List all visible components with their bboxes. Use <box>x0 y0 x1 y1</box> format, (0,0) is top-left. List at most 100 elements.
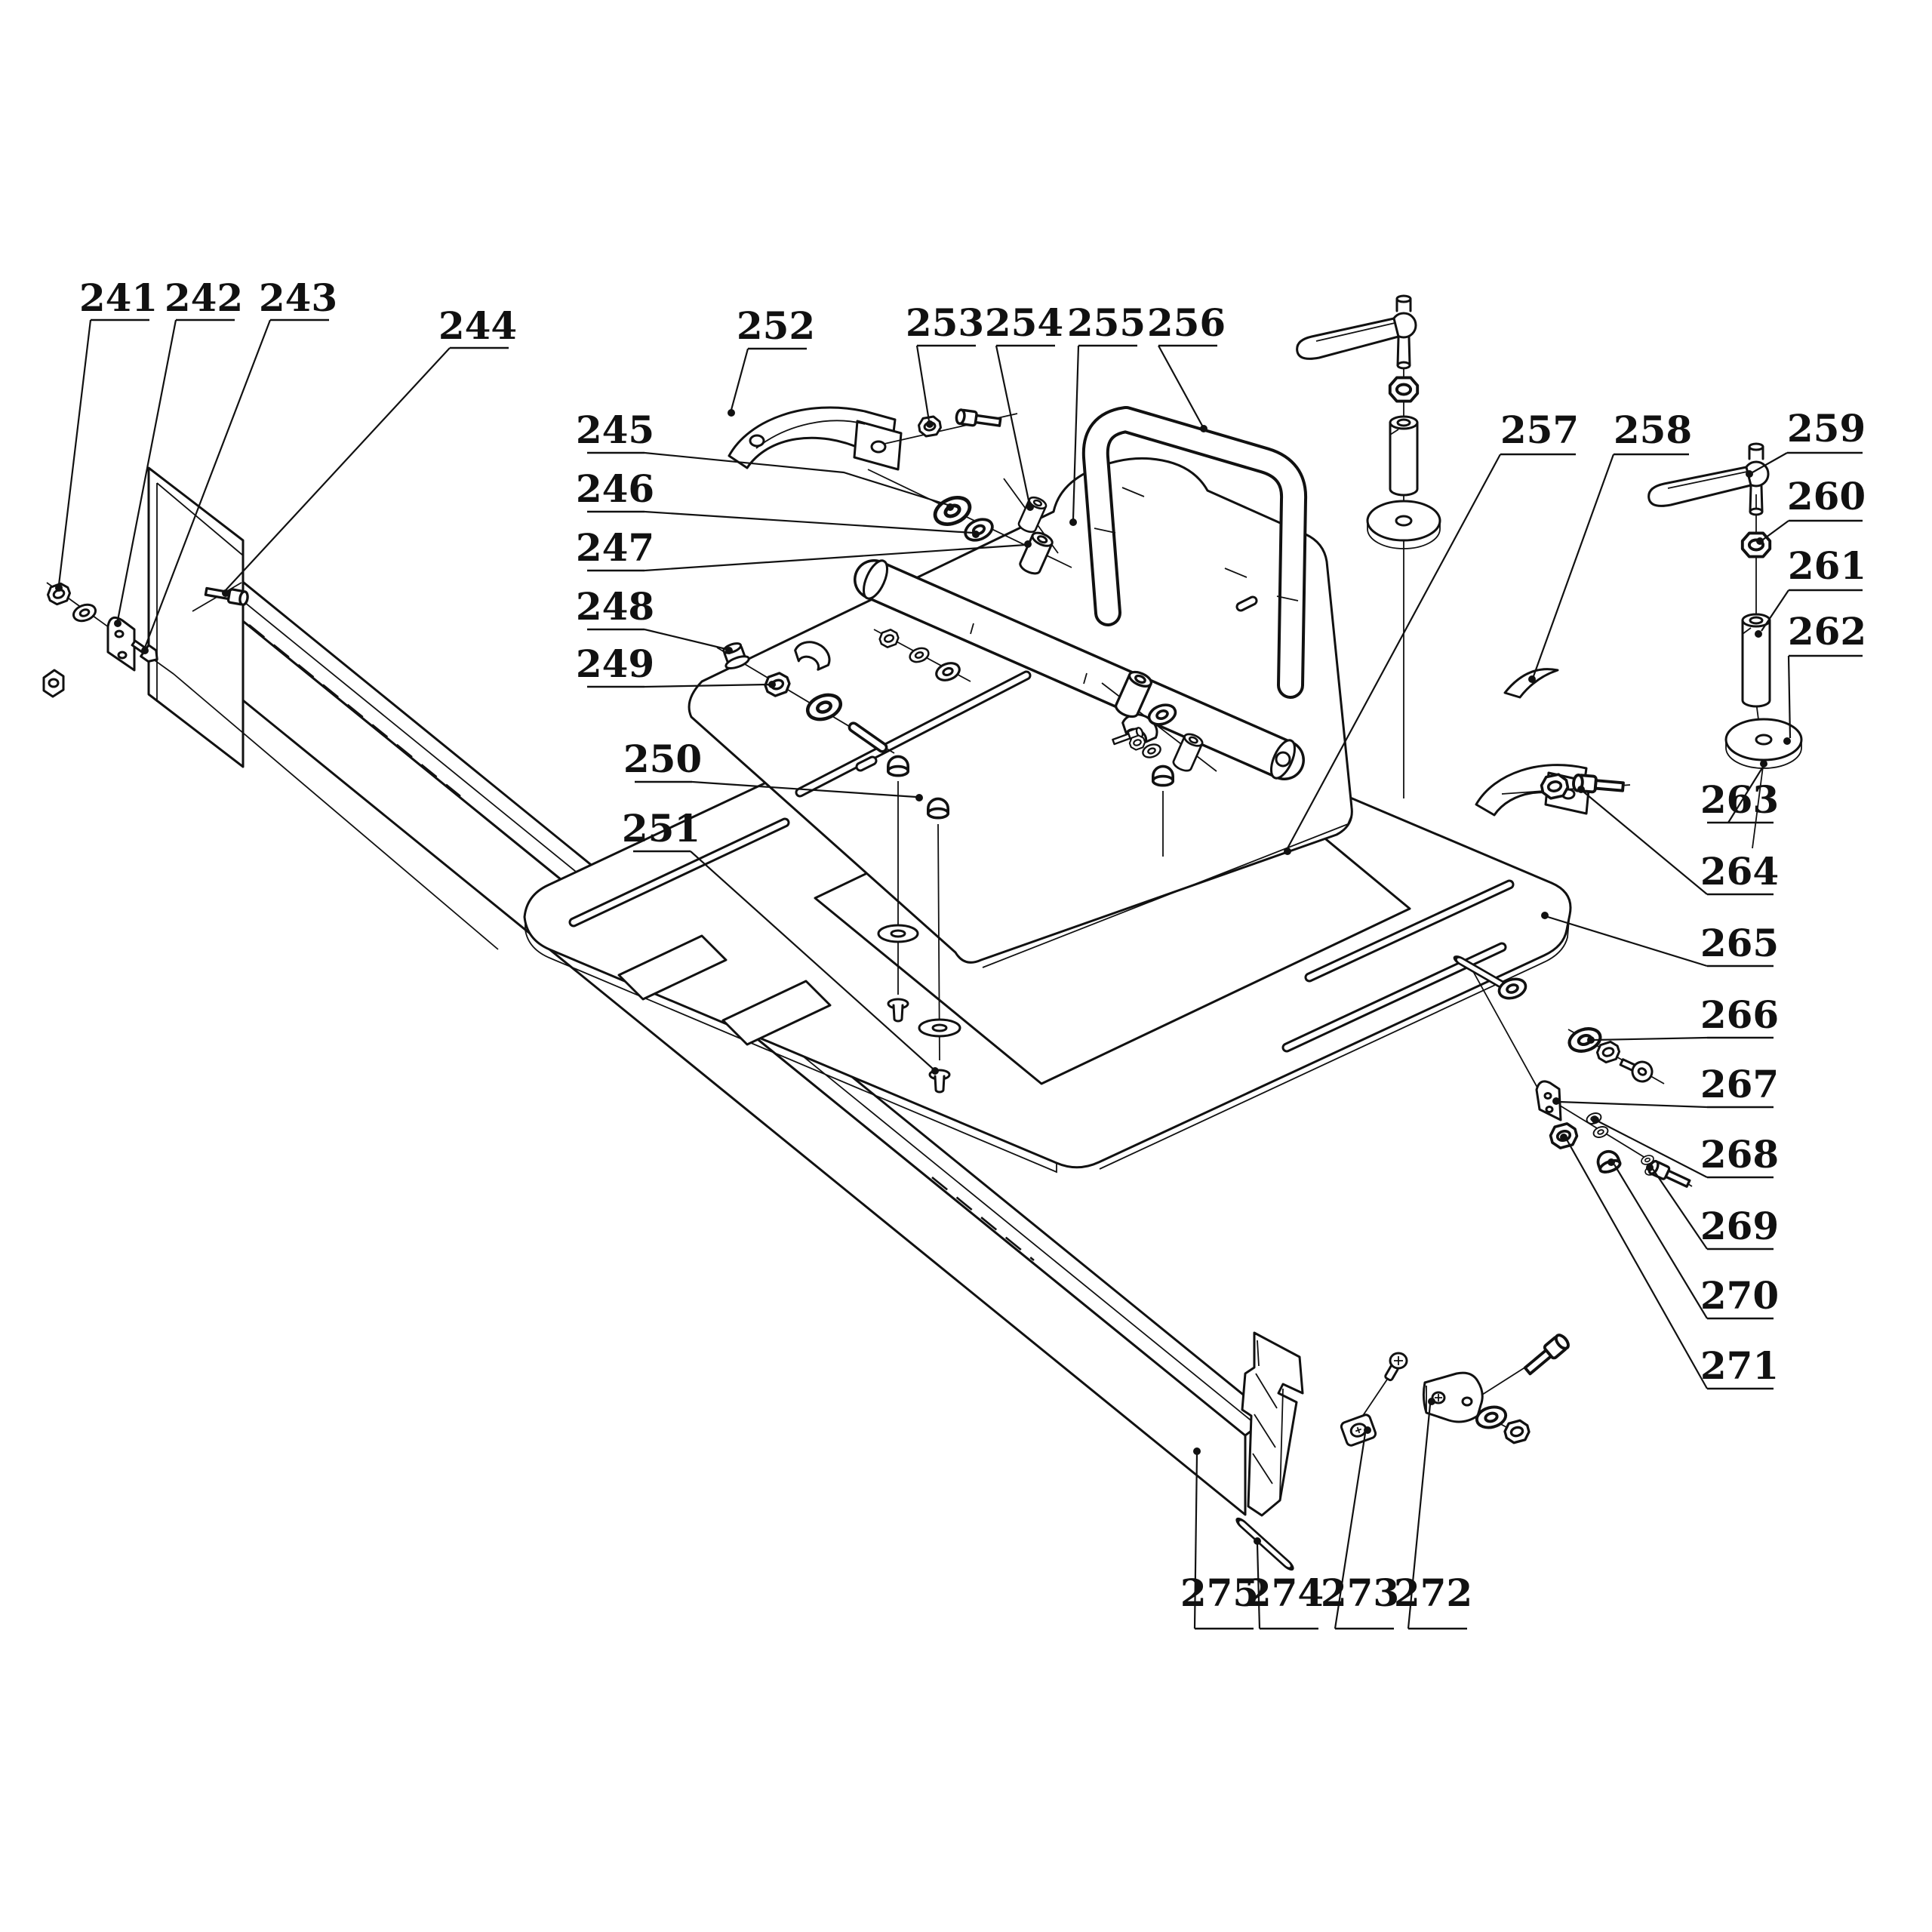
fence-end-plate <box>147 466 245 768</box>
part-number-270: 270 <box>1700 1273 1779 1318</box>
callout-266: 266 <box>1587 992 1779 1044</box>
clamp-lever-2 <box>1647 442 1803 849</box>
callout-251: 251 <box>622 806 939 1075</box>
part-number-245: 245 <box>576 408 654 452</box>
callout-255: 255 <box>1067 300 1146 526</box>
leader-line-264 <box>1583 791 1708 895</box>
part-number-250: 250 <box>623 737 702 781</box>
leader-dot-255 <box>1069 518 1077 526</box>
part-number-251: 251 <box>622 806 700 851</box>
dome-screw <box>1619 1058 1654 1083</box>
hex-nut <box>1502 1417 1532 1446</box>
callout-269: 269 <box>1646 1164 1779 1251</box>
callout-264: 264 <box>1577 786 1779 896</box>
part-number-258: 258 <box>1614 408 1692 452</box>
part-number-254: 254 <box>985 300 1063 345</box>
callout-267: 267 <box>1552 1062 1779 1109</box>
leader-dot-244 <box>222 589 229 597</box>
leader-line-254 <box>995 345 1031 505</box>
plate-tab-2 <box>721 980 832 1046</box>
leader-line-265 <box>1547 915 1708 968</box>
wedge <box>1503 668 1559 699</box>
cam2-hardware <box>1501 771 1631 801</box>
cam1-hardware <box>867 408 1072 577</box>
callout-248: 248 <box>576 584 733 654</box>
part-number-265: 265 <box>1700 921 1779 965</box>
leader-line-268 <box>1598 1121 1708 1178</box>
leader-dot-274 <box>1254 1537 1261 1545</box>
callout-268: 268 <box>1592 1116 1779 1179</box>
callout-252: 252 <box>728 303 815 417</box>
leader-line-252 <box>730 348 749 411</box>
callout-242: 242 <box>114 275 243 627</box>
callout-243: 243 <box>141 275 337 654</box>
socket-bolt <box>1521 1331 1573 1379</box>
leader-line-271 <box>1566 1139 1708 1389</box>
leader-dot-264 <box>1577 786 1585 793</box>
callout-270: 270 <box>1607 1158 1779 1320</box>
leader-dot-243 <box>141 647 149 654</box>
part-number-247: 247 <box>576 525 654 570</box>
callout-271: 271 <box>1560 1134 1779 1390</box>
callout-273: 273 <box>1321 1426 1399 1630</box>
part-number-268: 268 <box>1700 1132 1779 1177</box>
leader-line-274 <box>1256 1543 1261 1629</box>
clamp-lever-1 <box>1296 294 1441 798</box>
cap-nut <box>887 755 909 777</box>
callout-246: 246 <box>576 466 980 538</box>
spacer-cylinder <box>1741 619 1771 708</box>
leader-line-243 <box>143 319 272 648</box>
callout-265: 265 <box>1541 912 1779 968</box>
leader-dot-256 <box>1200 425 1208 432</box>
part-number-241: 241 <box>79 275 158 320</box>
washer <box>69 600 100 626</box>
leader-dot-246 <box>972 531 980 538</box>
part-number-271: 271 <box>1700 1343 1779 1388</box>
part-number-242: 242 <box>165 275 243 320</box>
leader-line-257 <box>1287 454 1501 849</box>
leader-line-248 <box>644 628 727 651</box>
part-number-248: 248 <box>576 584 654 629</box>
leader-line-250 <box>691 780 917 798</box>
callout-258: 258 <box>1528 408 1692 683</box>
leader-line-266 <box>1593 1036 1708 1041</box>
leader-dot-250 <box>915 794 923 801</box>
leader-dot-266 <box>1587 1036 1595 1044</box>
leader-line-251 <box>690 851 934 1069</box>
leader-line-259 <box>1752 452 1788 473</box>
leader-dot-242 <box>114 620 122 627</box>
leader-line-262 <box>1787 655 1792 739</box>
callout-249: 249 <box>576 641 776 688</box>
leader-dot-247 <box>1024 540 1032 548</box>
leader-dot-263 <box>1760 760 1767 768</box>
leader-dot-241 <box>55 584 63 592</box>
leader-dot-249 <box>768 681 776 688</box>
stud-bolt <box>1646 1158 1693 1191</box>
leader-line-247 <box>644 543 1026 572</box>
leader-line-256 <box>1158 345 1203 426</box>
washer <box>1495 974 1530 1003</box>
u-handle <box>1081 406 1308 699</box>
leader-dot-262 <box>1783 737 1791 745</box>
cap-nut <box>927 797 949 820</box>
callout-245: 245 <box>576 408 954 511</box>
part-number-249: 249 <box>576 641 654 686</box>
flat-washer <box>877 924 919 943</box>
phillips-screw <box>1384 1352 1408 1382</box>
hex-nut <box>1388 376 1420 403</box>
leader-line-270 <box>1614 1164 1708 1319</box>
callout-253: 253 <box>906 300 984 428</box>
part-number-274: 274 <box>1245 1571 1324 1615</box>
t-nut <box>42 669 65 698</box>
part-number-267: 267 <box>1700 1062 1779 1106</box>
leader-line-258 <box>1532 454 1615 677</box>
leader-line-269 <box>1652 1168 1708 1250</box>
corner-bracket <box>1422 1371 1484 1423</box>
leader-line-275 <box>1193 1454 1198 1629</box>
slide-nut <box>1340 1414 1377 1447</box>
fence-end-profile <box>1241 1331 1304 1517</box>
leader-line-245 <box>644 451 949 506</box>
callout-247: 247 <box>576 525 1032 572</box>
